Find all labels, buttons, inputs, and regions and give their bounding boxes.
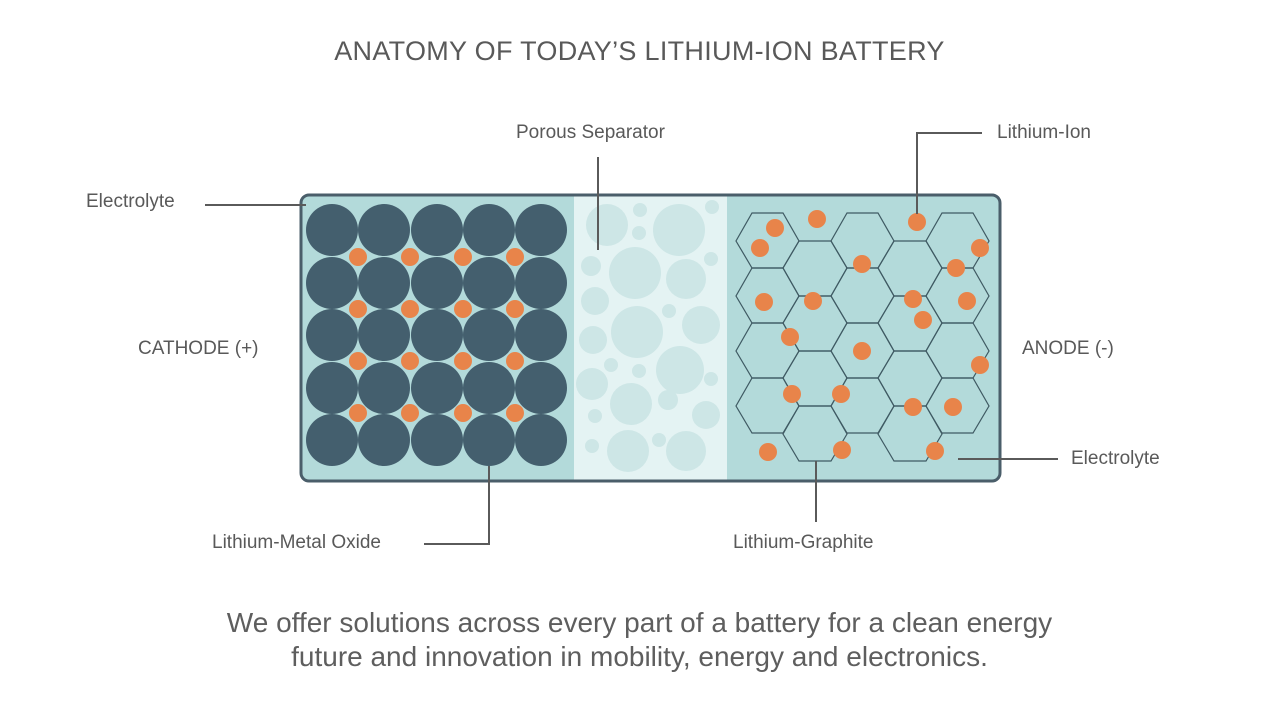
label-cathode: CATHODE (+) — [138, 338, 259, 359]
anode-graphite-hexagons — [735, 212, 990, 462]
label-anode: ANODE (-) — [1022, 338, 1114, 359]
battery-frame — [299, 193, 1002, 483]
label-porous-separator: Porous Separator — [516, 122, 665, 143]
label-lithium-graphite: Lithium-Graphite — [733, 532, 874, 553]
footer-line-2: future and innovation in mobility, energ… — [291, 641, 988, 672]
separator-pores — [576, 200, 720, 472]
label-electrolyte-right: Electrolyte — [1071, 448, 1160, 469]
leader-lithium-metal-oxide — [424, 466, 490, 545]
cathode-lithium-ions — [349, 248, 524, 422]
leader-lithium-ion — [916, 132, 982, 214]
footer-tagline: We offer solutions across every part of … — [0, 606, 1279, 674]
cathode-particles — [306, 204, 567, 466]
leader-lines — [205, 132, 1058, 545]
label-electrolyte-left: Electrolyte — [86, 191, 175, 212]
footer-line-1: We offer solutions across every part of … — [226, 607, 1053, 638]
anode-lithium-ions — [751, 210, 989, 461]
diagram-title: ANATOMY OF TODAY’S LITHIUM-ION BATTERY — [334, 36, 945, 66]
label-lithium-ion: Lithium-Ion — [997, 122, 1091, 143]
label-lithium-metal-oxide: Lithium-Metal Oxide — [212, 532, 381, 553]
